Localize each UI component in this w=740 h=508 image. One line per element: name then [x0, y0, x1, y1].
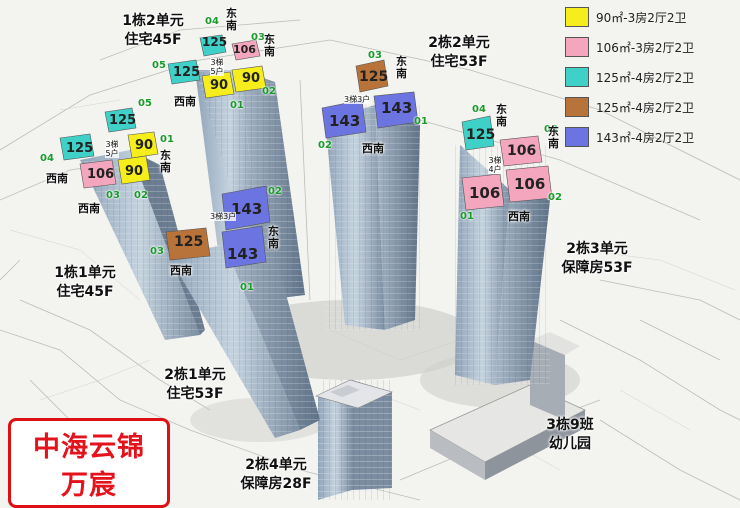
legend-swatch — [565, 67, 589, 87]
legend: 90㎡-3房2厅2卫 106㎡-3房2厅2卫 125㎡-4房2厅2卫 125㎡-… — [565, 6, 737, 156]
unit-1-2-90-a: 90 — [210, 78, 229, 93]
core-1-2: 3梯 5户 — [210, 58, 224, 76]
num-2-1-02: 02 — [268, 186, 282, 197]
num-2-1-01: 01 — [240, 282, 254, 293]
unit-1-1-90-b: 90 — [125, 164, 144, 179]
num-1-2-02: 02 — [262, 86, 276, 97]
unit-blocks — [59, 34, 553, 269]
label-3: 3栋9班幼儿园 — [546, 417, 594, 452]
unit-1-2-106: 106 — [233, 43, 256, 56]
legend-label: 125㎡-4房2厅2卫 — [596, 70, 695, 85]
dir-2-3-sw: 西南 — [508, 210, 530, 223]
label-2-4: 2栋4单元保障房28F — [240, 457, 312, 492]
num-1-2-04: 04 — [205, 16, 219, 27]
unit-2-2-143-a: 143 — [329, 112, 361, 130]
tower-2-1 — [168, 235, 320, 438]
unit-2-2-125: 125 — [359, 69, 389, 85]
unit-1-2-90-b: 90 — [242, 71, 261, 86]
unit-1-1-90-a: 90 — [135, 138, 154, 153]
legend-label: 106㎡-3房2厅2卫 — [596, 40, 695, 55]
num-1-2-05: 05 — [152, 60, 166, 71]
core-2-1: 3梯3户 — [210, 212, 237, 221]
num-1-1-03: 03 — [106, 190, 120, 201]
num-2-1-03: 03 — [150, 246, 164, 257]
brand-logo: 中海云锦 万宸 — [8, 418, 170, 508]
num-2-2-02: 02 — [318, 140, 332, 151]
num-1-2-03: 03 — [251, 32, 265, 43]
dir-1-1-sw-b: 西南 — [78, 202, 100, 215]
num-2-3-03: 03 — [544, 124, 558, 135]
label-1-1: 1栋1单元住宅45F — [54, 265, 116, 300]
num-1-1-05: 05 — [138, 98, 152, 109]
legend-swatch — [565, 97, 589, 117]
label-2-1: 2栋1单元住宅53F — [164, 367, 226, 402]
dir-2-1-se: 东南 — [268, 225, 279, 250]
brand-line-2: 万宸 — [61, 470, 117, 501]
unit-2-2-143-b: 143 — [381, 99, 413, 117]
legend-item: 106㎡-3房2厅2卫 — [565, 36, 737, 58]
num-2-2-01: 01 — [414, 116, 428, 127]
label-2-2: 2栋2单元住宅53F — [428, 35, 490, 70]
legend-label: 125㎡-4房2厅2卫 — [596, 100, 695, 115]
legend-item: 90㎡-3房2厅2卫 — [565, 6, 737, 28]
num-1-1-04: 04 — [40, 153, 54, 164]
legend-label: 90㎡-3房2厅2卫 — [596, 10, 687, 25]
unit-2-3-125: 125 — [466, 127, 496, 143]
legend-label: 143㎡-4房2厅2卫 — [596, 130, 695, 145]
building-3-kindergarten — [429, 332, 586, 480]
unit-1-1-106: 106 — [87, 167, 115, 182]
unit-1-1-125-b: 125 — [66, 141, 94, 156]
num-2-3-01: 01 — [460, 211, 474, 222]
num-1-2-01: 01 — [230, 100, 244, 111]
legend-item: 125㎡-4房2厅2卫 — [565, 66, 737, 88]
unit-1-2-125-b: 125 — [173, 65, 201, 80]
dir-2-3-se-b: 东南 — [548, 125, 559, 150]
unit-2-3-106-b: 106 — [469, 184, 501, 202]
num-2-3-02: 02 — [548, 192, 562, 203]
unit-2-1-143-b: 143 — [227, 245, 259, 263]
unit-2-3-106-a: 106 — [507, 143, 537, 159]
tower-2-4 — [315, 379, 393, 500]
num-1-1-02: 02 — [134, 190, 148, 201]
unit-1-1-125-a: 125 — [109, 113, 137, 128]
unit-2-1-125: 125 — [174, 234, 204, 250]
dir-1-2-se-b: 东南 — [264, 33, 275, 58]
legend-swatch — [565, 37, 589, 57]
core-1-1: 3梯 5户 — [105, 140, 119, 158]
dir-2-3-se-a: 东南 — [496, 103, 507, 128]
num-2-3-04: 04 — [472, 104, 486, 115]
label-2-3: 2栋3单元保障房53F — [561, 241, 633, 276]
dir-2-1-sw: 西南 — [170, 264, 192, 277]
num-2-2-03: 03 — [368, 50, 382, 61]
unit-2-3-106-c: 106 — [514, 175, 546, 193]
legend-item: 125㎡-4房2厅2卫 — [565, 96, 737, 118]
legend-item: 143㎡-4房2厅2卫 — [565, 126, 737, 148]
legend-swatch — [565, 7, 589, 27]
dir-1-2-se-a: 东南 — [226, 7, 237, 32]
unit-1-2-125-a: 125 — [202, 35, 228, 49]
legend-swatch — [565, 127, 589, 147]
label-1-2: 1栋2单元住宅45F — [122, 13, 184, 48]
dir-2-2-se: 东南 — [396, 55, 407, 80]
unit-2-1-143-a: 143 — [231, 200, 263, 218]
core-2-2: 3梯3户 — [344, 95, 371, 104]
dir-1-1-sw-a: 西南 — [46, 172, 68, 185]
dir-1-1-se: 东南 — [160, 149, 171, 174]
tower-2-2 — [325, 105, 420, 330]
brand-line-1: 中海云锦 — [33, 432, 145, 463]
dir-1-2-sw: 西南 — [174, 95, 196, 108]
core-2-3: 3梯 4户 — [488, 156, 502, 174]
dir-2-2-sw: 西南 — [362, 142, 384, 155]
num-1-1-01: 01 — [160, 134, 174, 145]
